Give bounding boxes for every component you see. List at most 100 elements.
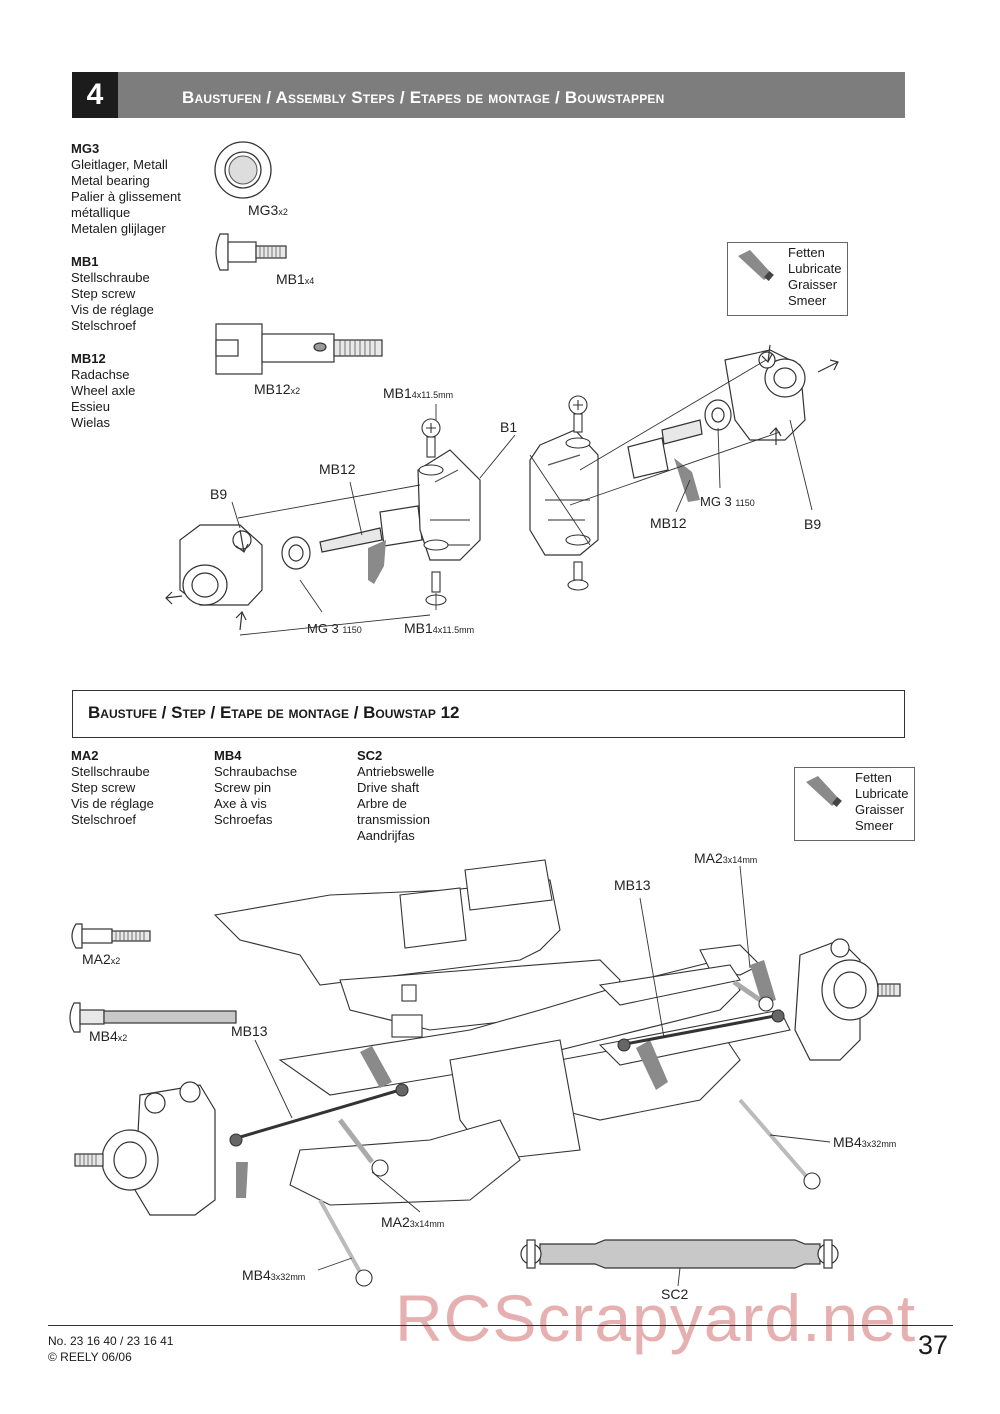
screw-b1-bottom-right <box>565 534 591 591</box>
lube-line: Lubricate <box>788 261 842 276</box>
callout-name: MG 3 <box>700 494 732 509</box>
legend-line: Stelschroef <box>71 812 137 827</box>
legend-line: Metal bearing <box>71 173 150 188</box>
screw-b1-top-right <box>565 395 591 449</box>
part-qty: x4 <box>304 276 315 286</box>
callout-mb13-top: MB13 <box>614 877 651 893</box>
legend-line: Schroefas <box>214 812 273 827</box>
legend-line: Radachse <box>71 367 130 382</box>
callout-code: 1150 <box>735 498 755 508</box>
part-legend-mb12: MB12 Radachse Wheel axle Essieu Wielas <box>71 351 135 431</box>
legend-line: Vis de réglage <box>71 796 154 811</box>
legend-line: Stellschraube <box>71 270 150 285</box>
knuckle-assembly-right-drawing <box>529 349 806 556</box>
lube-line: Fetten <box>788 245 825 260</box>
step-number: 4 <box>72 72 118 118</box>
step4-leader-lines <box>231 359 813 636</box>
legend-line: Vis de réglage <box>71 302 154 317</box>
step-header-bar <box>72 72 905 118</box>
step12-title-box <box>72 690 905 738</box>
label-mg3-qty: MG3x2 <box>248 202 288 218</box>
callout-ma2-bottom: MA23x14mm <box>381 1214 444 1230</box>
callout-name: MG 3 <box>307 621 339 636</box>
legend-line: Antriebswelle <box>357 764 435 779</box>
legend-line: transmission <box>357 812 430 827</box>
callout-size: 3x14mm <box>722 855 758 865</box>
part-name: MG3 <box>248 202 279 218</box>
callout-b9-right: B9 <box>804 516 822 532</box>
b9-arrow-left <box>165 529 249 631</box>
knuckle-assembly-left-drawing <box>179 449 481 606</box>
grease-tube-icon <box>738 250 774 281</box>
legend-code: SC2 <box>357 748 383 763</box>
footer-text: No. 23 16 40 / 23 16 41 © REELY 06/06 <box>48 1333 173 1365</box>
callout-name: MA2 <box>694 850 723 866</box>
legend-line: Palier à glissement <box>71 189 181 204</box>
legend-code: MB4 <box>214 748 242 763</box>
legend-line: Step screw <box>71 780 136 795</box>
part-qty: x2 <box>117 1033 128 1043</box>
lube-line: Graisser <box>855 802 905 817</box>
ma2-screw-in-chassis <box>338 979 774 1177</box>
callout-name: MA2 <box>381 1214 410 1230</box>
label-ma2-qty: MA2x2 <box>82 951 120 967</box>
callout-mg3-right: MG 3 1150 <box>700 494 755 509</box>
legend-line: Stellschraube <box>71 764 150 779</box>
lube-line: Graisser <box>788 277 838 292</box>
legend-line: Screw pin <box>214 780 272 795</box>
callout-ma2-top: MA23x14mm <box>694 850 757 866</box>
page-number: 37 <box>918 1330 949 1360</box>
step-screw-ma2-drawing <box>71 923 151 949</box>
part-name: MA2 <box>82 951 111 967</box>
step-screw-mb1-drawing <box>215 233 287 271</box>
label-mb4-qty: MB4x2 <box>89 1028 127 1044</box>
label-mb1-qty: MB1x4 <box>276 271 314 287</box>
part-qty: x2 <box>110 956 121 966</box>
legend-code: MA2 <box>71 748 99 763</box>
legend-line: métallique <box>71 205 131 220</box>
callout-b9-left: B9 <box>210 486 228 502</box>
part-name: MB4 <box>89 1028 118 1044</box>
front-knuckle-left-drawing <box>74 1081 216 1216</box>
callout-name: MB1 <box>404 620 433 636</box>
drive-shaft-in-chassis <box>229 1009 785 1147</box>
screw-pin-mb4-drawing <box>69 1002 237 1033</box>
b9-arrow-right <box>761 344 839 445</box>
lubricate-legend-box: Fetten Lubricate Graisser Smeer <box>727 242 848 316</box>
legend-line: Axe à vis <box>214 796 267 811</box>
part-legend-sc2: SC2 Antriebswelle Drive shaft Arbre de t… <box>357 748 434 844</box>
lubricate-legend-box: Fetten Lubricate Graisser Smeer <box>794 767 915 841</box>
callout-mb12-left: MB12 <box>319 461 356 477</box>
callout-mb1-top: MB14x11.5mm <box>383 385 453 401</box>
callout-size: 3x14mm <box>409 1219 445 1229</box>
callout-mb12-right: MB12 <box>650 515 687 531</box>
legend-line: Stelschroef <box>71 318 137 333</box>
legend-line: Step screw <box>71 286 136 301</box>
legend-line: Metalen glijlager <box>71 221 166 236</box>
legend-line: Essieu <box>71 399 111 414</box>
footer-rule <box>48 1325 953 1326</box>
wheel-axle-mb12-drawing <box>215 323 383 375</box>
drive-shaft-sc2-drawing <box>520 1239 839 1269</box>
callout-size: 4x11.5mm <box>432 625 475 635</box>
legend-code: MB1 <box>71 254 99 269</box>
legend-line: Schraubachse <box>214 764 298 779</box>
callout-sc2: SC2 <box>661 1286 689 1302</box>
lube-line: Smeer <box>855 818 894 833</box>
grease-markers <box>236 960 776 1198</box>
part-legend-mb1: MB1 Stellschraube Step screw Vis de régl… <box>71 254 154 334</box>
callout-size: 3x32mm <box>861 1139 897 1149</box>
callout-mb4-right: MB43x32mm <box>833 1134 896 1150</box>
callout-size: 3x32mm <box>270 1272 306 1282</box>
footer-copyright: © REELY 06/06 <box>48 1350 132 1364</box>
watermark-text: RCScrapyard.net <box>395 1281 917 1355</box>
legend-line: Wielas <box>71 415 111 430</box>
callout-mb13-left: MB13 <box>231 1023 268 1039</box>
legend-line: Wheel axle <box>71 383 136 398</box>
mb4-pin-in-chassis <box>318 1098 821 1287</box>
legend-code: MG3 <box>71 141 100 156</box>
lube-line: Smeer <box>788 293 827 308</box>
part-qty: x2 <box>278 207 288 217</box>
legend-line: Drive shaft <box>357 780 420 795</box>
